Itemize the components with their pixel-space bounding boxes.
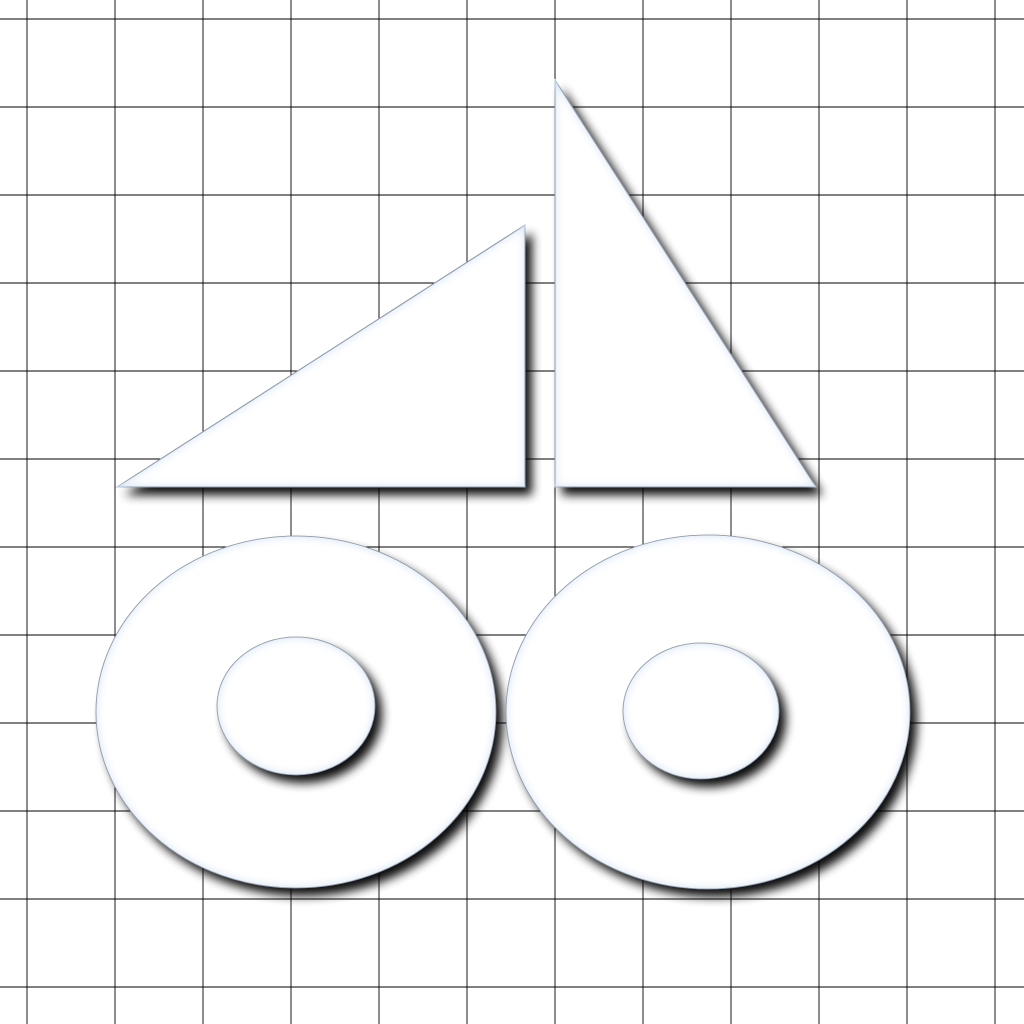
left-wheel bbox=[95, 535, 497, 889]
left-right-triangle bbox=[115, 224, 526, 488]
right-wheel bbox=[505, 534, 911, 890]
right-right-triangle bbox=[554, 78, 817, 488]
